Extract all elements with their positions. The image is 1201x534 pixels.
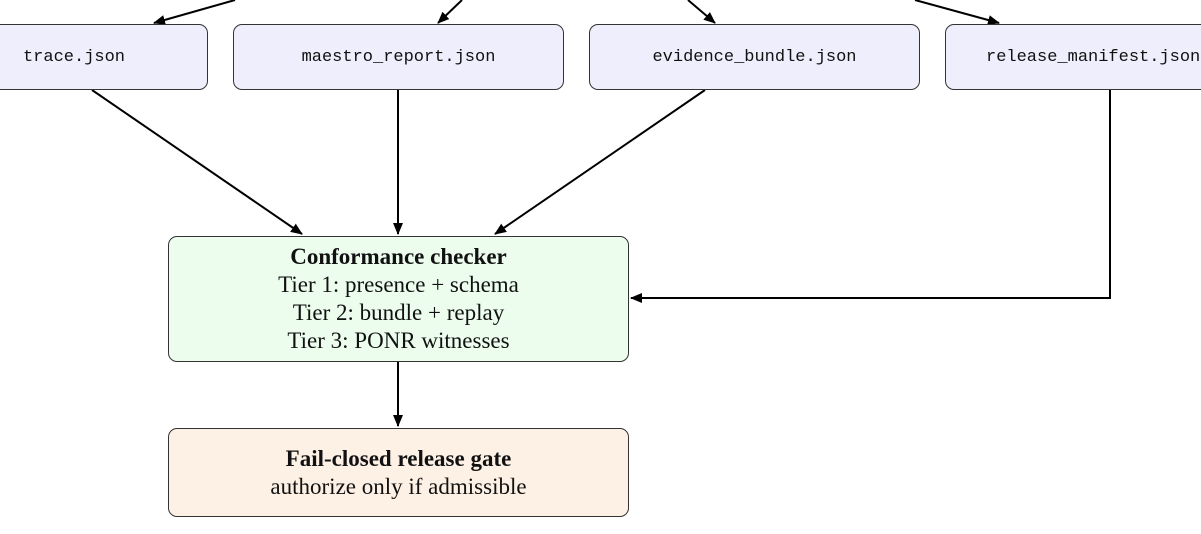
- edge-trace-to-checker: [91, 89, 303, 235]
- release-manifest-label: release_manifest.json: [986, 47, 1201, 67]
- edge-into-maestro: [437, 0, 463, 24]
- edge-evidence-to-checker: [494, 89, 706, 235]
- edge-into-manifest: [914, 0, 1000, 25]
- maestro-report-node: maestro_report.json: [233, 24, 564, 90]
- edge-manifest-to-checker: [630, 90, 1111, 303]
- maestro-report-label: maestro_report.json: [301, 47, 496, 67]
- conformance-checker-node: Conformance checker Tier 1: presence + s…: [168, 236, 629, 362]
- gate-title: Fail-closed release gate: [285, 445, 512, 471]
- evidence-bundle-label: evidence_bundle.json: [652, 47, 857, 67]
- checker-tier-2: Tier 2: bundle + replay: [292, 300, 505, 325]
- checker-title: Conformance checker: [290, 244, 507, 269]
- checker-tier-3: Tier 3: PONR witnesses: [287, 328, 510, 353]
- edge-into-trace: [153, 0, 236, 25]
- trace-json-label: trace.json: [22, 47, 126, 67]
- gate-subtitle: authorize only if admissible: [270, 473, 527, 499]
- edge-into-evidence: [687, 0, 716, 24]
- checker-tier-1: Tier 1: presence + schema: [278, 272, 519, 297]
- release-gate-node: Fail-closed release gate authorize only …: [168, 428, 629, 517]
- trace-json-node: trace.json: [0, 24, 208, 90]
- evidence-bundle-node: evidence_bundle.json: [589, 24, 920, 90]
- release-manifest-node: release_manifest.json: [945, 24, 1201, 90]
